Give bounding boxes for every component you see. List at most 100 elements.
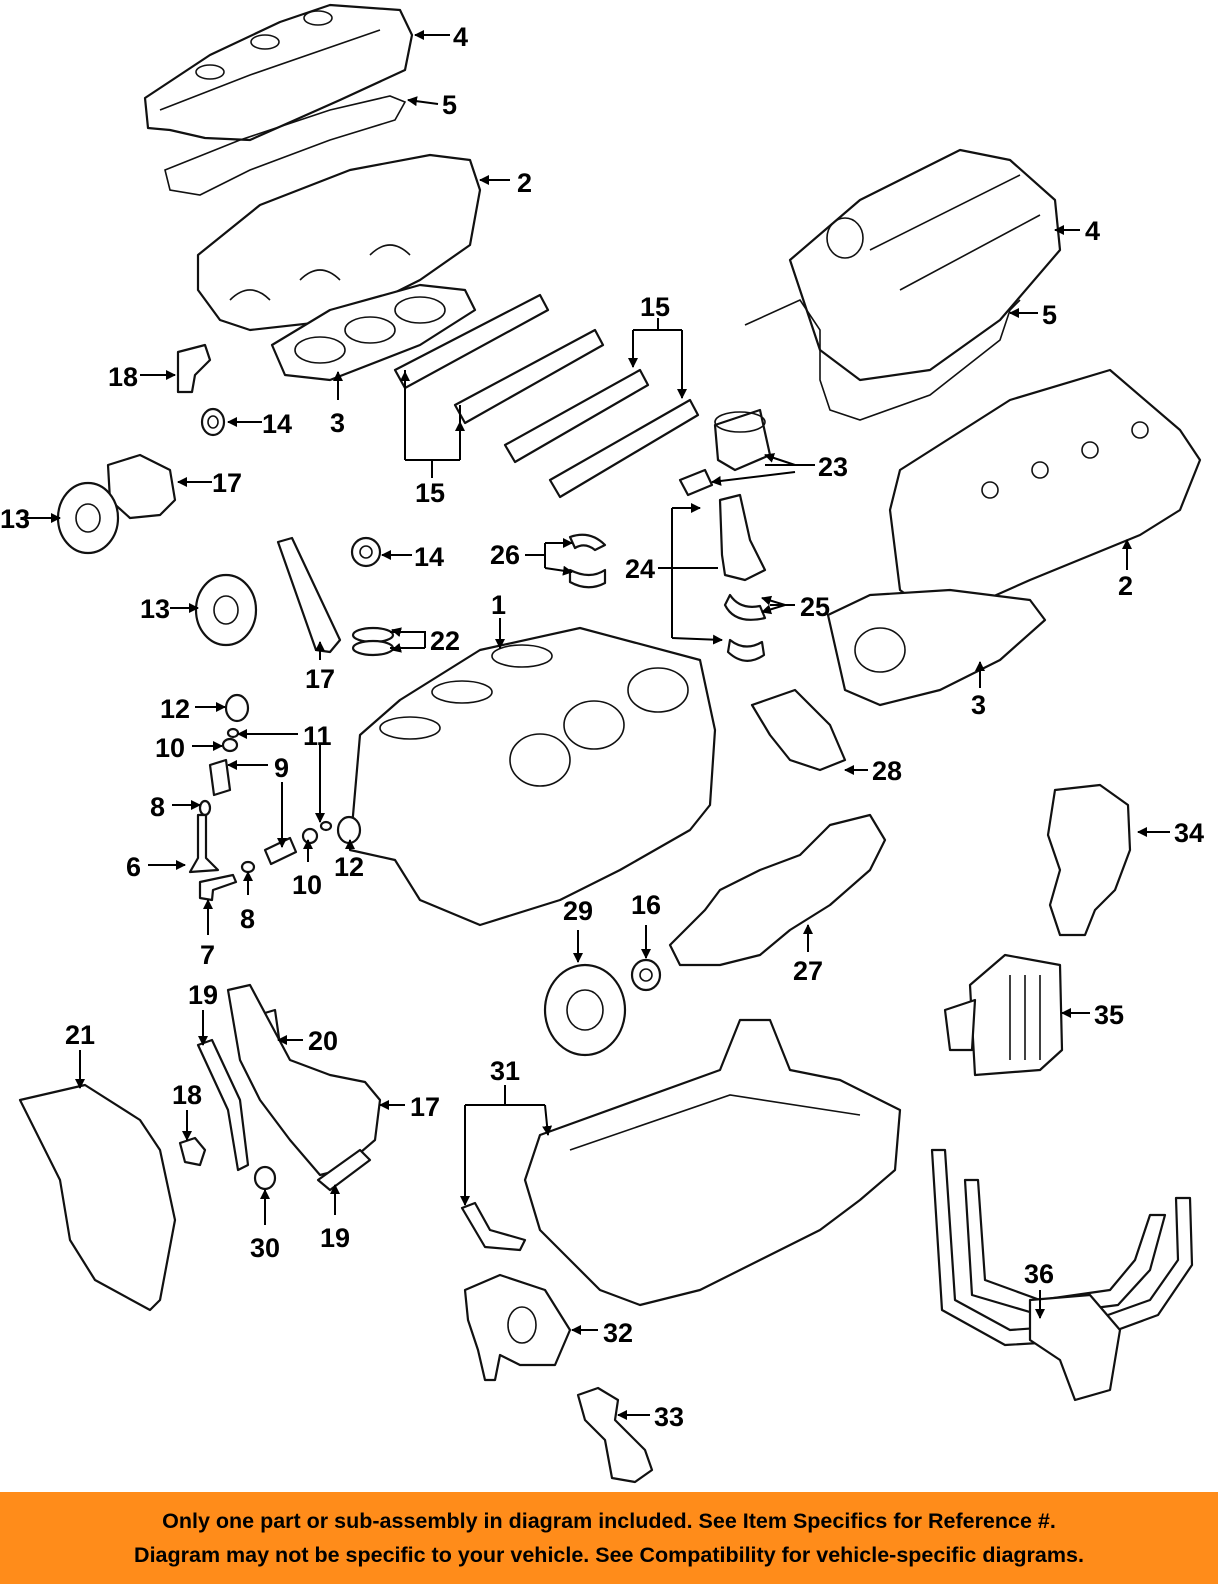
callout-29: 29 xyxy=(563,896,593,926)
valve-cover-left xyxy=(143,3,414,142)
callout-7: 7 xyxy=(200,940,215,970)
callout-14-upper: 14 xyxy=(262,409,292,439)
bearing-26-lower xyxy=(568,568,607,589)
callout-17-upper: 17 xyxy=(212,468,242,498)
callout-10-upper: 10 xyxy=(155,733,185,763)
timing-chain-17-lower xyxy=(226,983,382,1177)
callout-10-lower: 10 xyxy=(292,870,322,900)
bearing-24-lower xyxy=(726,638,766,662)
chain-guide-19-lower xyxy=(316,1148,372,1192)
engine-block xyxy=(348,626,717,927)
sprocket-13-middle xyxy=(194,573,258,647)
oil-pump-32 xyxy=(463,1273,572,1382)
piston-pin xyxy=(678,468,714,497)
front-seal-16 xyxy=(630,958,662,992)
disclaimer-line-1: Only one part or sub-assembly in diagram… xyxy=(162,1509,1056,1533)
disclaimer-banner: Only one part or sub-assembly in diagram… xyxy=(0,1492,1218,1584)
callout-24: 24 xyxy=(625,554,655,584)
callout-4-right: 4 xyxy=(1085,216,1100,246)
callout-19-upper: 19 xyxy=(188,980,218,1010)
cylinder-head-right xyxy=(888,368,1202,622)
seal-14-middle xyxy=(350,536,382,568)
callout-32: 32 xyxy=(603,1318,633,1348)
callout-17-lower: 17 xyxy=(410,1092,440,1122)
oil-pan-31 xyxy=(523,1018,902,1307)
connecting-rod-24 xyxy=(718,493,767,582)
bracket-18-upper xyxy=(176,343,212,394)
retainer-10-upper xyxy=(221,737,239,753)
valve-seal-8-upper xyxy=(198,799,212,817)
disclaimer-line-2: Diagram may not be specific to your vehi… xyxy=(134,1543,1084,1567)
callout-25: 25 xyxy=(800,592,830,622)
callout-21: 21 xyxy=(65,1020,95,1050)
valve-6 xyxy=(188,813,220,874)
crank-pulley-29 xyxy=(543,963,627,1057)
valve-spring-9-lower xyxy=(263,836,298,866)
bracket-18-lower xyxy=(178,1136,207,1167)
callout-12-lower: 12 xyxy=(334,852,364,882)
callout-13-middle: 13 xyxy=(140,594,170,624)
valve-keeper-11 xyxy=(226,727,240,739)
callout-15-a: 15 xyxy=(415,478,445,508)
callout-6: 6 xyxy=(126,852,141,882)
callout-14-middle: 14 xyxy=(414,542,444,572)
callout-3-right: 3 xyxy=(971,690,986,720)
callout-34: 34 xyxy=(1174,818,1204,848)
valve-cover-right xyxy=(788,148,1062,382)
piston-rings-22 xyxy=(351,626,395,657)
callout-5-left: 5 xyxy=(442,90,457,120)
sprocket-30 xyxy=(253,1165,277,1191)
callout-11: 11 xyxy=(303,721,332,751)
chain-17-upper xyxy=(276,536,342,654)
callout-9: 9 xyxy=(274,753,289,783)
callout-5-right: 5 xyxy=(1042,300,1057,330)
seal-14-upper xyxy=(200,407,226,437)
callout-2-right: 2 xyxy=(1118,571,1133,601)
engine-exploded-diagram: 4 5 2 18 14 3 15 15 15 13 17 4 5 23 14 2… xyxy=(0,3,1204,1484)
bearing-25 xyxy=(723,593,767,621)
valve-cover-gasket-left xyxy=(164,95,407,196)
cylinder-head-left xyxy=(196,153,482,332)
keeper-11-lower xyxy=(319,820,333,832)
timing-cover-21 xyxy=(18,1083,177,1312)
callout-16: 16 xyxy=(631,890,661,920)
valve-cover-gasket-right xyxy=(744,298,1021,421)
callout-22: 22 xyxy=(430,626,460,656)
callout-1: 1 xyxy=(491,590,506,620)
callout-19-lower: 19 xyxy=(320,1223,350,1253)
valve-7 xyxy=(198,873,238,902)
camshafts xyxy=(393,293,700,499)
callout-12-upper: 12 xyxy=(160,694,190,724)
valve-lifter-12-lower xyxy=(336,815,362,845)
callout-2-left: 2 xyxy=(517,168,532,198)
callout-8-lower: 8 xyxy=(240,904,255,934)
callout-13-upper: 13 xyxy=(0,504,30,534)
callout-18-lower: 18 xyxy=(172,1080,202,1110)
callout-26: 26 xyxy=(490,540,520,570)
callout-23: 23 xyxy=(818,452,848,482)
callout-4-left: 4 xyxy=(453,22,468,52)
callout-numbers: 4 5 2 18 14 3 15 15 15 13 17 4 5 23 14 2… xyxy=(0,22,1204,1432)
oil-pan-gasket-31 xyxy=(460,1201,527,1252)
oil-pickup-33 xyxy=(576,1386,654,1484)
callout-35: 35 xyxy=(1094,1000,1124,1030)
callout-17-middle: 17 xyxy=(305,664,335,694)
oil-filter-adapter-34 xyxy=(1046,783,1132,937)
coolant-tubes-36 xyxy=(930,1148,1194,1402)
callout-18-upper: 18 xyxy=(108,362,138,392)
callout-28: 28 xyxy=(872,756,902,786)
callout-3-left: 3 xyxy=(330,408,345,438)
head-gasket-left xyxy=(270,283,477,382)
callout-leaders xyxy=(25,30,1170,1420)
callout-8-upper: 8 xyxy=(150,792,165,822)
chain-guide-19-left xyxy=(196,1038,250,1172)
sprocket-13-upper xyxy=(56,481,120,555)
callout-31: 31 xyxy=(490,1056,520,1086)
callout-20: 20 xyxy=(308,1026,338,1056)
callout-33: 33 xyxy=(654,1402,684,1432)
callout-27: 27 xyxy=(793,956,823,986)
head-gasket-right xyxy=(826,588,1047,707)
callout-30: 30 xyxy=(250,1233,280,1263)
oil-cooler-35 xyxy=(943,953,1064,1077)
callout-15-b: 15 xyxy=(640,292,670,322)
